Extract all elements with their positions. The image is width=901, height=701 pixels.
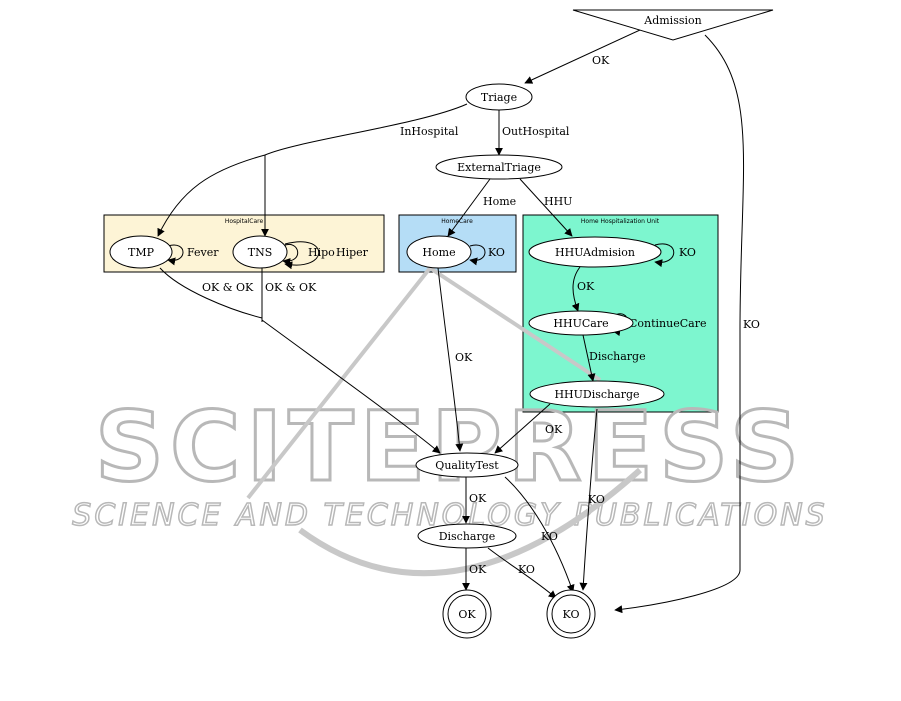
node-hhu-care[interactable]: HHUCare <box>528 310 634 336</box>
edge-label-qt-ko: KO <box>541 530 558 543</box>
node-admission-label: Admission <box>643 14 701 27</box>
edge-label-dis-ok: OK <box>469 563 487 576</box>
edge-triage-inhospital-tmp <box>157 154 266 237</box>
node-quality-test-shape <box>415 452 519 478</box>
edge-hospital-qualitytest <box>261 319 441 454</box>
node-external-triage-shape <box>435 154 563 180</box>
edge-hhudischarge-ko <box>579 408 598 591</box>
node-discharge-label: Discharge <box>439 530 496 543</box>
cluster-label-home: HomeCare <box>441 218 473 225</box>
edge-label-admission-triage: OK <box>592 54 610 67</box>
node-hhu-discharge-label: HHUDischarge <box>554 388 639 401</box>
edge-labels: OK KO InHospital OutHospital Home HHU Fe… <box>187 54 760 576</box>
node-end-ok[interactable]: OK <box>442 589 492 639</box>
edge-triage-inhospital-main <box>264 103 468 156</box>
edge-discharge-ko <box>487 547 557 599</box>
edge-hhuadm-loop <box>654 243 675 268</box>
node-tns[interactable]: TNS <box>232 235 288 269</box>
node-triage-label: Triage <box>481 91 517 104</box>
node-end-ko-label: KO <box>563 608 580 621</box>
watermark-swoosh <box>246 265 602 500</box>
edge-label-home-ko: KO <box>488 246 505 259</box>
edge-label-hospital-ok-1: OK & OK <box>202 281 254 294</box>
node-home[interactable]: Home <box>406 235 472 269</box>
edge-hhudischarge-qualitytest <box>494 403 551 454</box>
node-hhu-care-shape <box>528 310 634 336</box>
edge-label-outhospital: OutHospital <box>502 125 570 138</box>
watermark-swoosh-lower <box>298 467 642 577</box>
node-tmp-label: TMP <box>128 246 155 259</box>
node-hhu-discharge[interactable]: HHUDischarge <box>529 380 665 408</box>
edge-label-continuecare: ContinueCare <box>629 317 706 330</box>
edge-external-hhu <box>519 178 573 237</box>
edge-label-hipo: Hipo <box>308 246 335 259</box>
nodes: Admission Triage ExternalTriage TMP TNS … <box>109 9 774 639</box>
node-admission[interactable]: Admission <box>572 9 774 41</box>
node-external-triage[interactable]: ExternalTriage <box>435 154 563 180</box>
node-tmp[interactable]: TMP <box>109 235 173 269</box>
node-hhu-care-label: HHUCare <box>553 317 608 330</box>
edge-label-inhospital: InHospital <box>400 125 459 138</box>
edge-label-home: Home <box>483 195 516 208</box>
node-end-ko[interactable]: KO <box>546 589 596 639</box>
node-discharge-shape <box>417 523 517 549</box>
node-admission-shape <box>572 9 774 41</box>
edge-label-home-ok: OK <box>455 351 473 364</box>
edge-hhucare-hhudischarge <box>582 334 596 382</box>
edge-label-hospital-ok-2: OK & OK <box>265 281 317 294</box>
edge-qualitytest-ko <box>504 476 575 593</box>
edge-label-hhucare-discharge: Discharge <box>589 350 646 363</box>
edges <box>157 29 745 614</box>
node-tmp-shape <box>109 235 173 269</box>
edge-label-qt-ok: OK <box>469 492 487 505</box>
node-triage-shape <box>465 83 533 111</box>
node-end-ko-inner <box>551 594 591 634</box>
edge-tmp-merge <box>159 267 263 319</box>
edge-home-loop <box>469 244 486 266</box>
node-external-triage-label: ExternalTriage <box>457 161 541 174</box>
node-hhu-admision-label: HHUAdmision <box>555 246 635 259</box>
node-discharge[interactable]: Discharge <box>417 523 517 549</box>
edge-label-hhuadm-ok: OK <box>577 280 595 293</box>
node-quality-test[interactable]: QualityTest <box>415 452 519 478</box>
cluster-label-hospital: HospitalCare <box>225 218 264 225</box>
edge-label-hiper: Hiper <box>336 246 369 259</box>
edge-label-dis-ko: KO <box>518 563 535 576</box>
edge-label-hhudis-ok: OK <box>545 423 563 436</box>
cluster-label-hhu: Home Hospitalization Unit <box>581 218 660 225</box>
edge-label-hhu: HHU <box>544 195 572 208</box>
edge-home-qualitytest <box>437 267 464 452</box>
edge-hhuadm-hhucare <box>571 266 581 312</box>
node-hhu-discharge-shape <box>529 380 665 408</box>
edge-admission-triage <box>524 29 641 84</box>
edge-admission-ko <box>614 34 745 614</box>
edge-external-home <box>447 178 491 237</box>
edge-tns-loop-2 <box>284 241 320 270</box>
edge-label-admission-ko: KO <box>743 318 760 331</box>
node-end-ok-inner <box>447 594 487 634</box>
watermark-title: SCITEPRESS <box>95 391 805 503</box>
edge-label-hhudis-ko: KO <box>588 493 605 506</box>
node-tns-label: TNS <box>248 246 273 259</box>
watermark: SCITEPRESS SCIENCE AND TECHNOLOGY PUBLIC… <box>72 265 825 577</box>
node-quality-test-label: QualityTest <box>435 459 499 472</box>
edge-label-fever: Fever <box>187 246 219 259</box>
node-home-label: Home <box>422 246 455 259</box>
edge-tmp-loop <box>167 244 184 266</box>
node-home-shape <box>406 235 472 269</box>
node-hhu-admision[interactable]: HHUAdmision <box>528 236 662 268</box>
edge-tns-loop-1 <box>282 244 299 266</box>
node-hhu-admision-shape <box>528 236 662 268</box>
node-tns-shape <box>232 235 288 269</box>
edge-label-hhuadm-ko: KO <box>679 246 696 259</box>
node-end-ok-label: OK <box>458 608 476 621</box>
node-triage[interactable]: Triage <box>465 83 533 111</box>
